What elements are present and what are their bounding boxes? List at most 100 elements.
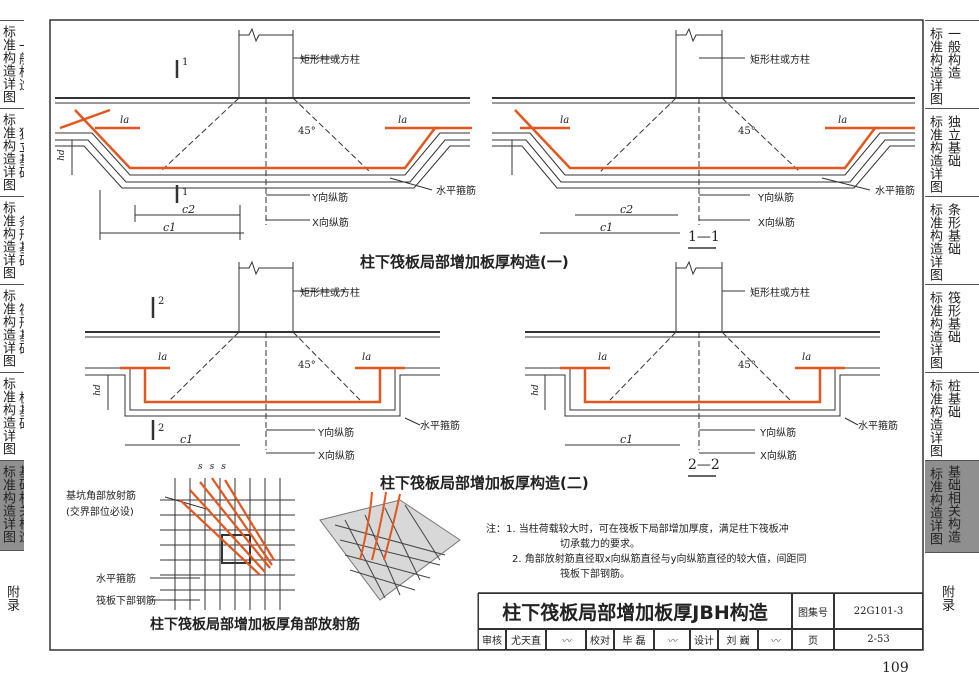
title-detail-1: 柱下筏板局部增加板厚构造(一) bbox=[360, 253, 569, 271]
tab-text: 基础相关构造 bbox=[945, 465, 960, 543]
tb-design-signature: 〰 bbox=[758, 629, 792, 650]
left-tab-raft[interactable]: 标准构造详图筏形基础 bbox=[0, 285, 24, 373]
s-text: s bbox=[209, 462, 222, 472]
label-h-stirrup: 水平箍筋 bbox=[96, 574, 136, 585]
label-y-bar: Y向纵筋 bbox=[760, 428, 797, 439]
label-x-bar: X向纵筋 bbox=[760, 451, 797, 462]
right-appendix[interactable]: 附录 bbox=[939, 585, 954, 611]
punch-line bbox=[721, 97, 801, 173]
slab-bottom bbox=[85, 367, 440, 411]
section-1-1 bbox=[492, 27, 915, 249]
label-angle: 45° bbox=[738, 126, 756, 137]
label-c1: c1 bbox=[600, 221, 614, 234]
punch-line bbox=[721, 331, 791, 401]
right-tab-pile[interactable]: 标准构造详图桩基础 bbox=[925, 373, 979, 461]
label-stirrup: 水平箍筋 bbox=[875, 186, 915, 197]
radial-bar bbox=[199, 481, 271, 569]
label-la: la bbox=[398, 115, 408, 126]
label-c2: c2 bbox=[620, 203, 634, 216]
slab-bottom-outer bbox=[85, 374, 440, 417]
note-2b: 筏板下部钢筋。 bbox=[560, 569, 630, 580]
label-y-bar: Y向纵筋 bbox=[758, 193, 795, 204]
left-tab-strip[interactable]: 标准构造详图条形基础 bbox=[0, 197, 24, 285]
radial-bar bbox=[189, 489, 266, 573]
right-tab-general[interactable]: 标准构造详图一般构造 bbox=[925, 21, 979, 109]
label-c2: c2 bbox=[182, 203, 196, 216]
radial-bar bbox=[224, 479, 275, 561]
label-x-bar: X向纵筋 bbox=[758, 218, 795, 229]
tab-text: 标准构造详图 bbox=[927, 27, 942, 105]
label-la: la bbox=[598, 352, 608, 363]
label-la: la bbox=[560, 115, 570, 126]
right-tab-strip[interactable]: 标准构造详图条形基础 bbox=[925, 197, 979, 285]
label-la: la bbox=[158, 352, 168, 363]
detail-1-rebar bbox=[59, 108, 472, 170]
label-angle: 45° bbox=[298, 126, 316, 137]
tb-page-label: 页 bbox=[792, 629, 834, 650]
rebar-bottom bbox=[74, 109, 472, 170]
rebar-hook bbox=[59, 108, 111, 130]
label-hd: hd bbox=[92, 384, 103, 396]
right-tab-related[interactable]: 标准构造详图基础相关构造 bbox=[925, 461, 979, 553]
tab-text: 标准构造详图 bbox=[0, 377, 15, 455]
rebar-bottom bbox=[143, 368, 382, 404]
title-detail-3: 柱下筏板局部增加板厚角部放射筋 bbox=[150, 617, 360, 633]
tb-page-value: 2-53 bbox=[834, 629, 923, 650]
break-line bbox=[676, 27, 722, 43]
left-tab-pile[interactable]: 标准构造详图桩基础 bbox=[0, 373, 24, 461]
left-tab-related[interactable]: 标准构造详图基础相关构造 bbox=[0, 461, 24, 551]
leader bbox=[844, 417, 859, 426]
tab-text: 标准构造详图 bbox=[927, 467, 942, 545]
tab-text: 标准构造详图 bbox=[927, 115, 942, 193]
section-label-2-top: 2 bbox=[158, 296, 165, 307]
label-raft-bottom: 筏板下部钢筋 bbox=[96, 596, 156, 607]
tb-checker: 毕 磊 bbox=[614, 629, 654, 650]
tab-text: 标准构造详图 bbox=[0, 113, 15, 191]
leader bbox=[404, 417, 421, 426]
break-line bbox=[239, 27, 293, 43]
label-x-bar: X向纵筋 bbox=[318, 451, 355, 462]
section-label-1-bottom: 1 bbox=[182, 187, 189, 198]
label-la: la bbox=[362, 352, 372, 363]
left-tab-general[interactable]: 标准构造详图一般构造 bbox=[0, 21, 24, 109]
tab-text: 筏形基础 bbox=[945, 291, 960, 343]
section-label-1-top: 1 bbox=[182, 57, 189, 68]
left-category-tabs: 标准构造详图一般构造 标准构造详图独立基础 标准构造详图条形基础 标准构造详图筏… bbox=[0, 20, 24, 551]
tab-text: 标准构造详图 bbox=[0, 201, 15, 279]
slab-bottom bbox=[492, 132, 915, 176]
title-block-main: 柱下筏板局部增加板厚JBH构造 bbox=[478, 593, 792, 629]
cage-radial bbox=[359, 491, 401, 561]
rebar-cage-3d bbox=[319, 491, 461, 601]
right-tab-isolated[interactable]: 标准构造详图独立基础 bbox=[925, 109, 979, 197]
radial-bar bbox=[211, 477, 273, 566]
tab-text: 桩基础 bbox=[16, 391, 24, 430]
tab-text: 筏形基础 bbox=[16, 303, 24, 355]
leader bbox=[389, 177, 433, 191]
note-head: 注： bbox=[486, 524, 506, 535]
section-label-2-bottom: 2 bbox=[158, 423, 165, 434]
detail-1-section bbox=[55, 27, 470, 240]
label-pit-bar: 基坑角部放射筋 bbox=[66, 491, 136, 502]
tab-text: 独立基础 bbox=[16, 127, 24, 179]
label-c1: c1 bbox=[163, 221, 177, 234]
tab-text: 独立基础 bbox=[945, 115, 960, 167]
note-1b: 切承载力的要求。 bbox=[560, 539, 640, 550]
label-stirrup: 水平箍筋 bbox=[858, 421, 898, 432]
note-text: 1. 当柱荷载较大时，可在筏板下局部增加厚度，满足柱下筏板冲 bbox=[506, 524, 789, 535]
tab-text: 一般构造 bbox=[16, 39, 24, 91]
tab-text: 桩基础 bbox=[945, 379, 960, 418]
tb-check-label: 校对 bbox=[586, 629, 614, 650]
cut-label-2-2: 2—2 bbox=[688, 457, 720, 473]
cage-shadow bbox=[319, 499, 461, 601]
label-column-2: 矩形柱或方柱 bbox=[750, 55, 810, 66]
section-1-1-rebar bbox=[514, 109, 915, 170]
tb-designer: 刘 巍 bbox=[718, 629, 758, 650]
punch-line bbox=[599, 97, 677, 173]
tb-review-label: 审核 bbox=[478, 629, 506, 650]
left-appendix[interactable]: 附录 bbox=[4, 585, 19, 611]
right-tab-raft[interactable]: 标准构造详图筏形基础 bbox=[925, 285, 979, 373]
tab-text: 标准构造详图 bbox=[0, 289, 15, 367]
left-tab-isolated[interactable]: 标准构造详图独立基础 bbox=[0, 109, 24, 197]
slab-bottom bbox=[55, 132, 470, 176]
